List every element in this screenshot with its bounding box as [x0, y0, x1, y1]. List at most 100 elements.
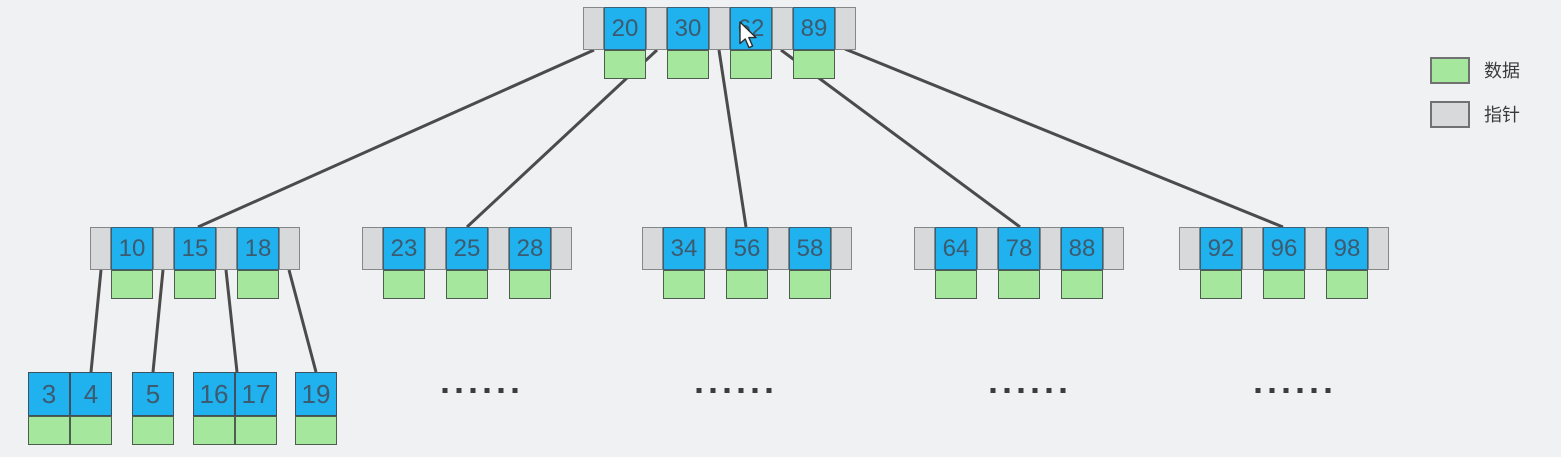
- ellipsis-dot: [512, 388, 518, 393]
- key-cell-96: 96: [1263, 227, 1305, 270]
- key-cell-30: 30: [667, 7, 709, 50]
- key-cell-10: 10: [111, 227, 153, 270]
- key-cell-25: 25: [446, 227, 488, 270]
- data-cell: [1061, 270, 1103, 299]
- pointer-cell: [488, 227, 509, 270]
- key-cell-16: 16: [193, 372, 235, 416]
- ellipsis-dot: [1283, 388, 1289, 393]
- legend: 数据 指针: [1430, 56, 1520, 144]
- data-cell: [28, 416, 70, 445]
- pointer-cell: [551, 227, 572, 270]
- key-cell-34: 34: [663, 227, 705, 270]
- data-cell: [998, 270, 1040, 299]
- data-cell: [509, 270, 551, 299]
- pointer-cell: [835, 7, 856, 50]
- pointer-cell: [705, 227, 726, 270]
- ellipsis-more-leaves: [442, 388, 518, 393]
- ellipsis-dot: [1325, 388, 1331, 393]
- pointer-cell: [914, 227, 935, 270]
- ellipsis-dot: [1046, 388, 1052, 393]
- data-cell: [604, 50, 646, 79]
- ellipsis-dot: [456, 388, 462, 393]
- pointer-cell: [977, 227, 998, 270]
- tree-edge: [844, 47, 1284, 229]
- key-cell-88: 88: [1061, 227, 1103, 270]
- ellipsis-dot: [1269, 388, 1275, 393]
- pointer-cell: [362, 227, 383, 270]
- ellipsis-dot: [766, 388, 772, 393]
- tree-edge: [89, 269, 103, 373]
- pointer-cell: [772, 7, 793, 50]
- key-cell-5: 5: [132, 372, 174, 416]
- pointer-cell: [646, 7, 667, 50]
- data-cell: [295, 416, 337, 445]
- data-cell: [1200, 270, 1242, 299]
- legend-label-pointer: 指针: [1484, 105, 1520, 125]
- data-cell: [726, 270, 768, 299]
- data-cell: [667, 50, 709, 79]
- key-cell-78: 78: [998, 227, 1040, 270]
- data-cell: [789, 270, 831, 299]
- data-cell: [193, 416, 235, 445]
- ellipsis-dot: [1311, 388, 1317, 393]
- data-cell: [237, 270, 279, 299]
- data-cell: [383, 270, 425, 299]
- ellipsis-more-leaves: [990, 388, 1066, 393]
- ellipsis-dot: [724, 388, 730, 393]
- legend-item-pointer: 指针: [1430, 100, 1520, 128]
- ellipsis-dot: [470, 388, 476, 393]
- key-cell-89: 89: [793, 7, 835, 50]
- key-cell-3: 3: [28, 372, 70, 416]
- data-cell: [1263, 270, 1305, 299]
- pointer-cell: [1305, 227, 1326, 270]
- legend-label-data: 数据: [1484, 61, 1520, 81]
- ellipsis-dot: [498, 388, 504, 393]
- key-cell-64: 64: [935, 227, 977, 270]
- tree-edge: [197, 48, 595, 229]
- ellipsis-dot: [1018, 388, 1024, 393]
- tree-edge: [151, 269, 165, 373]
- pointer-cell: [1242, 227, 1263, 270]
- pointer-cell: [90, 227, 111, 270]
- data-cell: [1326, 270, 1368, 299]
- data-cell: [174, 270, 216, 299]
- pointer-cell: [153, 227, 174, 270]
- data-cell: [132, 416, 174, 445]
- ellipsis-more-leaves: [696, 388, 772, 393]
- ellipsis-dot: [696, 388, 702, 393]
- pointer-cell: [709, 7, 730, 50]
- ellipsis-dot: [1032, 388, 1038, 393]
- tree-edge: [224, 269, 239, 373]
- pointer-cell: [1368, 227, 1389, 270]
- key-cell-17: 17: [235, 372, 277, 416]
- key-cell-4: 4: [70, 372, 112, 416]
- key-cell-23: 23: [383, 227, 425, 270]
- ellipsis-dot: [1060, 388, 1066, 393]
- key-cell-28: 28: [509, 227, 551, 270]
- legend-item-data: 数据: [1430, 56, 1520, 84]
- key-cell-58: 58: [789, 227, 831, 270]
- ellipsis-dot: [1004, 388, 1010, 393]
- key-cell-19: 19: [295, 372, 337, 416]
- pointer-cell: [583, 7, 604, 50]
- ellipsis-dot: [484, 388, 490, 393]
- data-cell: [663, 270, 705, 299]
- pointer-cell: [1103, 227, 1124, 270]
- pointer-cell: [831, 227, 852, 270]
- key-cell-15: 15: [174, 227, 216, 270]
- data-cell: [235, 416, 277, 445]
- pointer-swatch: [1430, 100, 1470, 128]
- tree-edge: [287, 269, 318, 373]
- ellipsis-more-leaves: [1255, 388, 1331, 393]
- data-cell: [730, 50, 772, 79]
- data-cell: [446, 270, 488, 299]
- key-cell-56: 56: [726, 227, 768, 270]
- pointer-cell: [1179, 227, 1200, 270]
- ellipsis-dot: [738, 388, 744, 393]
- key-cell-18: 18: [237, 227, 279, 270]
- pointer-cell: [216, 227, 237, 270]
- data-swatch: [1430, 56, 1470, 84]
- data-cell: [70, 416, 112, 445]
- ellipsis-dot: [990, 388, 996, 393]
